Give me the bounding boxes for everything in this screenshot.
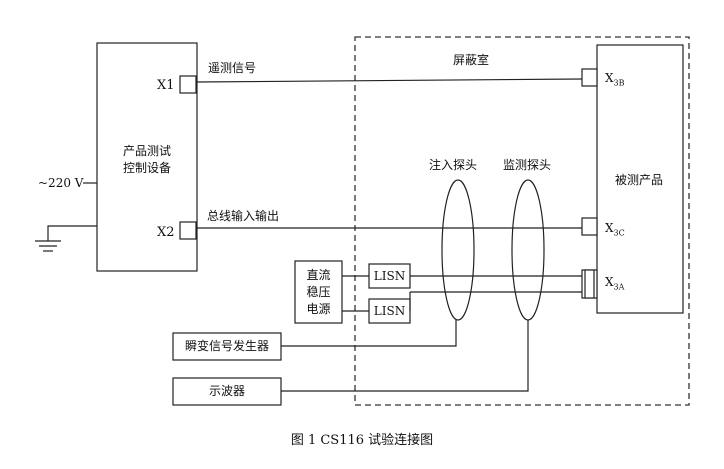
monitor-probe [511, 179, 545, 321]
telemetry-label: 遥测信号 [208, 61, 257, 75]
shield-room-label: 屏蔽室 [453, 53, 490, 67]
psu-box [294, 260, 343, 324]
oscilloscope-box [172, 377, 282, 406]
transient-gen-box [172, 332, 282, 361]
figure-caption: 图 1 CS116 试验连接图 [290, 433, 434, 448]
x2-connector [179, 221, 197, 240]
lisn1-label: LISN [373, 269, 406, 283]
x1-connector [179, 75, 197, 94]
lisn2-label: LISN [373, 304, 406, 318]
x3b-label: X3B [605, 71, 625, 88]
dut-label: 被测产品 [615, 173, 664, 187]
voltage-label: ~220 V [38, 176, 84, 190]
x1-label: X1 [157, 78, 175, 93]
oscilloscope-wire [281, 320, 529, 392]
x3c-connector [581, 217, 598, 236]
oscilloscope-label: 示波器 [208, 384, 245, 398]
x3a-connector-inner [584, 269, 595, 299]
telemetry-line [195, 78, 583, 83]
x2-label: X2 [157, 225, 175, 240]
psu-label: 直流 稳压 电源 [306, 268, 331, 316]
inject-probe-label: 注入探头 [429, 158, 478, 172]
x3b-connector [581, 68, 598, 87]
transient-gen-wire [281, 320, 457, 347]
ground-wire [47, 225, 97, 241]
dut-box [596, 44, 684, 314]
x3a-label: X3A [605, 275, 625, 292]
monitor-probe-label: 监测探头 [503, 158, 552, 172]
transient-gen-label: 瞬变信号发生器 [184, 339, 269, 353]
shield-room-boundary [354, 36, 690, 406]
bus-label: 总线输入输出 [207, 209, 280, 223]
controller-label: 产品测试 控制设备 [122, 144, 171, 175]
inject-probe [441, 179, 475, 321]
x3c-label: X3C [605, 221, 625, 238]
lisn1-box [368, 263, 411, 289]
